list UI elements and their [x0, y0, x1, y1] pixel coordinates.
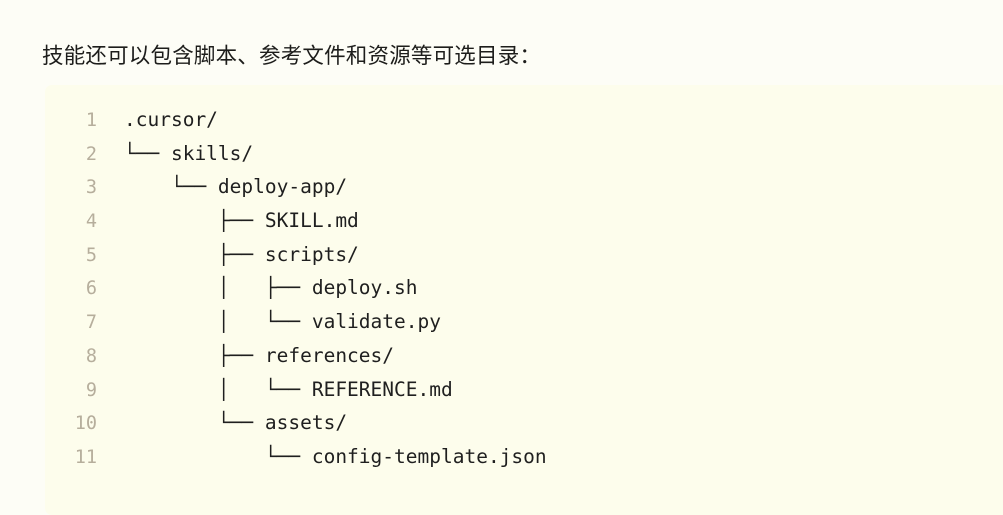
line-content: └── deploy-app/: [124, 175, 348, 199]
line-number: 1: [85, 110, 97, 131]
code-line: 11 └── config-template.json: [45, 440, 1003, 474]
line-number: 3: [85, 177, 97, 199]
code-line: 10 └── assets/: [45, 406, 1003, 440]
code-line-list: 1 .cursor/2 └── skills/3 └── deploy-app/4 …: [45, 103, 1003, 474]
code-line: 7 │ └── validate.py: [45, 305, 1003, 339]
code-block: 1 .cursor/2 └── skills/3 └── deploy-app/4 …: [45, 85, 1003, 515]
line-number: 4: [85, 211, 97, 233]
code-line: 1 .cursor/: [45, 103, 1003, 137]
line-content: │ └── REFERENCE.md: [124, 377, 453, 401]
line-content: .cursor/: [124, 108, 218, 131]
code-line: 4 ├── SKILL.md: [45, 204, 1003, 238]
line-content: │ ├── deploy.sh: [124, 276, 418, 300]
line-content: │ └── validate.py: [124, 310, 441, 334]
line-number: 10: [74, 413, 97, 435]
code-line: 2 └── skills/: [45, 137, 1003, 171]
line-number: 8: [85, 345, 97, 367]
intro-paragraph: 技能还可以包含脚本、参考文件和资源等可选目录：: [42, 43, 542, 68]
line-content: └── config-template.json: [124, 444, 547, 468]
line-number: 6: [85, 278, 97, 300]
code-line: 6 │ ├── deploy.sh: [45, 271, 1003, 305]
line-number: 2: [85, 143, 97, 165]
line-content: ├── references/: [124, 343, 395, 367]
page-root: 技能还可以包含脚本、参考文件和资源等可选目录： 1 .cursor/2 └── sk…: [42, 43, 547, 468]
line-number: 11: [74, 446, 97, 468]
line-content: └── assets/: [124, 411, 348, 435]
code-line: 8 ├── references/: [45, 339, 1003, 373]
line-number: 9: [85, 379, 97, 401]
code-line: 5 ├── scripts/: [45, 238, 1003, 272]
line-content: └── skills/: [124, 141, 254, 165]
code-line: 3 └── deploy-app/: [45, 170, 1003, 204]
code-line: 9 │ └── REFERENCE.md: [45, 373, 1003, 407]
line-number: 5: [85, 244, 97, 266]
line-number: 7: [85, 312, 97, 334]
line-content: ├── SKILL.md: [124, 209, 359, 233]
line-content: ├── scripts/: [124, 242, 359, 266]
